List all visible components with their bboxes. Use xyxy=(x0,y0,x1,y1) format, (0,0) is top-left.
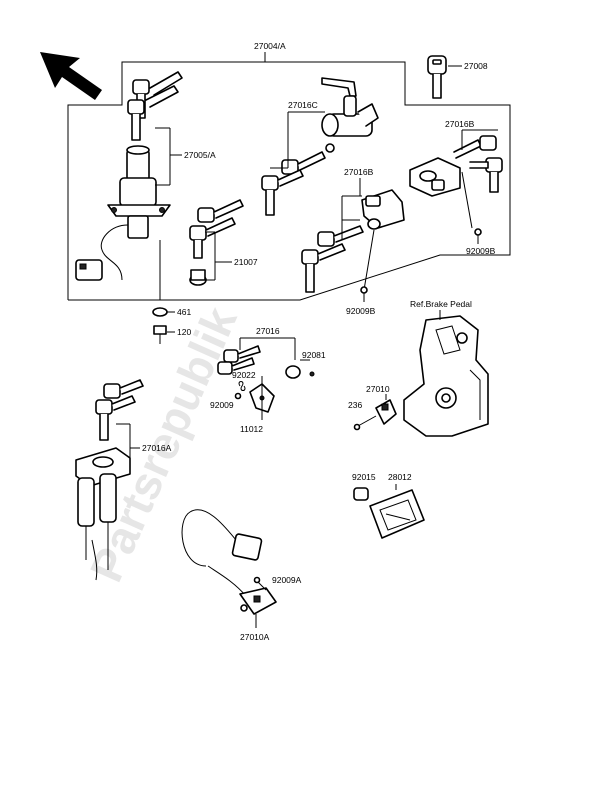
label-92015: 92015 xyxy=(352,472,376,482)
label-27010: 27010 xyxy=(366,384,390,394)
switch-cable-27010a xyxy=(181,509,277,615)
label-236: 236 xyxy=(348,400,362,410)
label-92009b-center: 92009B xyxy=(346,306,376,316)
label-92009b-right: 92009B xyxy=(466,246,496,256)
bolt-120 xyxy=(153,325,167,344)
washer-461 xyxy=(152,307,168,317)
brake-switch-27010 xyxy=(375,399,397,425)
ignition-switch xyxy=(75,145,171,281)
label-461: 461 xyxy=(177,307,191,317)
screw-92009a xyxy=(253,576,267,591)
label-27016a: 27016A xyxy=(142,443,172,453)
label-28012: 28012 xyxy=(388,472,412,482)
key-pair-27016b-center xyxy=(301,225,364,293)
label-27010a: 27010A xyxy=(240,632,270,642)
seat-lock-27016c xyxy=(321,77,379,153)
label-27016b-center: 27016B xyxy=(344,167,374,177)
key-pair-top-left xyxy=(127,71,183,141)
front-arrow-icon xyxy=(40,52,102,100)
key-pair-27016a xyxy=(95,379,144,441)
label-27005a: 27005/A xyxy=(184,150,216,160)
label-ref-brake-pedal: Ref.Brake Pedal xyxy=(410,299,472,309)
brake-pedal-bracket xyxy=(403,315,489,437)
lock-27016b-center xyxy=(361,189,405,230)
label-92009a: 92009A xyxy=(272,575,302,585)
label-27008: 27008 xyxy=(464,61,488,71)
handlebar-switch-27016a xyxy=(75,447,131,581)
key-pair-27016c xyxy=(261,151,326,216)
key-pair-27016 xyxy=(217,345,261,375)
key-27008 xyxy=(427,55,447,99)
screw-92009b-right xyxy=(474,228,482,244)
label-21007: 21007 xyxy=(234,257,258,267)
reflector-28012 xyxy=(369,489,425,539)
screw-92009b-center xyxy=(360,286,368,302)
kit-boundary-27004a xyxy=(67,52,511,301)
lock-cylinder-92081 xyxy=(285,365,315,379)
label-120: 120 xyxy=(177,327,191,337)
key-pair-21007 xyxy=(189,199,244,286)
label-92081: 92081 xyxy=(302,350,326,360)
label-11012: 11012 xyxy=(240,424,263,434)
label-92009: 92009 xyxy=(210,400,234,410)
lock-27016b-right xyxy=(409,157,461,197)
key-pair-27016b-right xyxy=(453,135,503,193)
screw-236 xyxy=(353,415,377,431)
label-27016c: 27016C xyxy=(288,100,318,110)
damper-92015 xyxy=(353,487,369,501)
label-92022: 92022 xyxy=(232,370,256,380)
label-27004a: 27004/A xyxy=(254,41,286,51)
screw-92009 xyxy=(234,392,242,400)
label-27016b-right: 27016B xyxy=(445,119,475,129)
label-27016: 27016 xyxy=(256,326,280,336)
spring-92022 xyxy=(238,381,246,391)
